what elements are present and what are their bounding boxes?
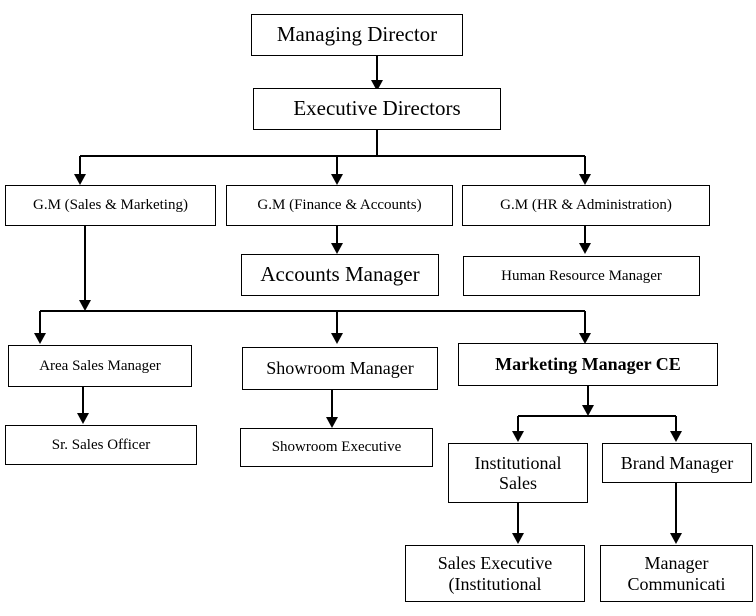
- node-gm-sales-marketing[interactable]: G.M (Sales & Marketing): [5, 185, 216, 226]
- node-sr-sales-officer[interactable]: Sr. Sales Officer: [5, 425, 197, 465]
- node-marketing-manager-ce[interactable]: Marketing Manager CE: [458, 343, 718, 386]
- node-institutional-sales-label: Institutional Sales: [474, 452, 562, 493]
- node-manager-communication[interactable]: Manager Communicati: [600, 545, 753, 602]
- node-gm-sales-marketing-label: G.M (Sales & Marketing): [33, 197, 188, 214]
- node-area-sales-manager-label: Area Sales Manager: [39, 357, 161, 374]
- arrowhead-ed-to-gm-sales: [74, 174, 86, 185]
- node-area-sales-manager[interactable]: Area Sales Manager: [8, 345, 192, 387]
- node-marketing-manager-ce-label: Marketing Manager CE: [495, 354, 681, 375]
- node-executive-directors-label: Executive Directors: [293, 96, 461, 121]
- arrowhead-institutional-to-salesexec: [512, 533, 524, 544]
- node-human-resource-manager-label: Human Resource Manager: [501, 267, 662, 284]
- node-executive-directors[interactable]: Executive Directors: [253, 88, 501, 130]
- node-managing-director[interactable]: Managing Director: [251, 14, 463, 56]
- node-showroom-executive-label: Showroom Executive: [271, 439, 402, 456]
- node-sr-sales-officer-label: Sr. Sales Officer: [51, 436, 151, 453]
- node-brand-manager-label: Brand Manager: [620, 452, 734, 473]
- arrowhead-gmhr-to-hrm: [579, 243, 591, 254]
- arrowhead-bar-to-showroom-mgr: [331, 333, 343, 344]
- node-showroom-manager[interactable]: Showroom Manager: [242, 347, 438, 390]
- arrowhead-area-to-srsales: [77, 413, 89, 424]
- arrowhead-gmsales-into-bar: [79, 300, 91, 311]
- node-showroom-executive[interactable]: Showroom Executive: [240, 428, 433, 467]
- node-gm-hr-administration-label: G.M (HR & Administration): [500, 197, 672, 214]
- node-human-resource-manager[interactable]: Human Resource Manager: [463, 256, 700, 296]
- node-sales-executive-institutional[interactable]: Sales Executive (Institutional: [405, 545, 585, 602]
- node-managing-director-label: Managing Director: [276, 22, 438, 47]
- arrowhead-bar-to-institutional: [512, 431, 524, 442]
- node-sales-executive-institutional-label: Sales Executive (Institutional: [437, 553, 553, 594]
- node-accounts-manager-label: Accounts Manager: [260, 262, 420, 287]
- node-gm-finance-accounts-label: G.M (Finance & Accounts): [257, 197, 422, 214]
- node-brand-manager[interactable]: Brand Manager: [602, 443, 752, 483]
- node-manager-communication-label: Manager Communicati: [627, 553, 726, 594]
- node-gm-hr-administration[interactable]: G.M (HR & Administration): [462, 185, 710, 226]
- arrowhead-showroom-to-exec: [326, 417, 338, 428]
- arrowhead-bar-to-brand: [670, 431, 682, 442]
- node-gm-finance-accounts[interactable]: G.M (Finance & Accounts): [226, 185, 453, 226]
- node-accounts-manager[interactable]: Accounts Manager: [241, 254, 439, 296]
- arrowhead-marketing-into-bar: [582, 405, 594, 416]
- arrowhead-ed-to-gm-finance: [331, 174, 343, 185]
- node-showroom-manager-label: Showroom Manager: [266, 358, 414, 379]
- arrowhead-ed-to-gm-hr: [579, 174, 591, 185]
- node-institutional-sales[interactable]: Institutional Sales: [448, 443, 588, 503]
- arrowhead-gmfin-to-accounts: [331, 243, 343, 254]
- arrowhead-brand-to-managercomm: [670, 533, 682, 544]
- arrowhead-bar-to-area-sales: [34, 333, 46, 344]
